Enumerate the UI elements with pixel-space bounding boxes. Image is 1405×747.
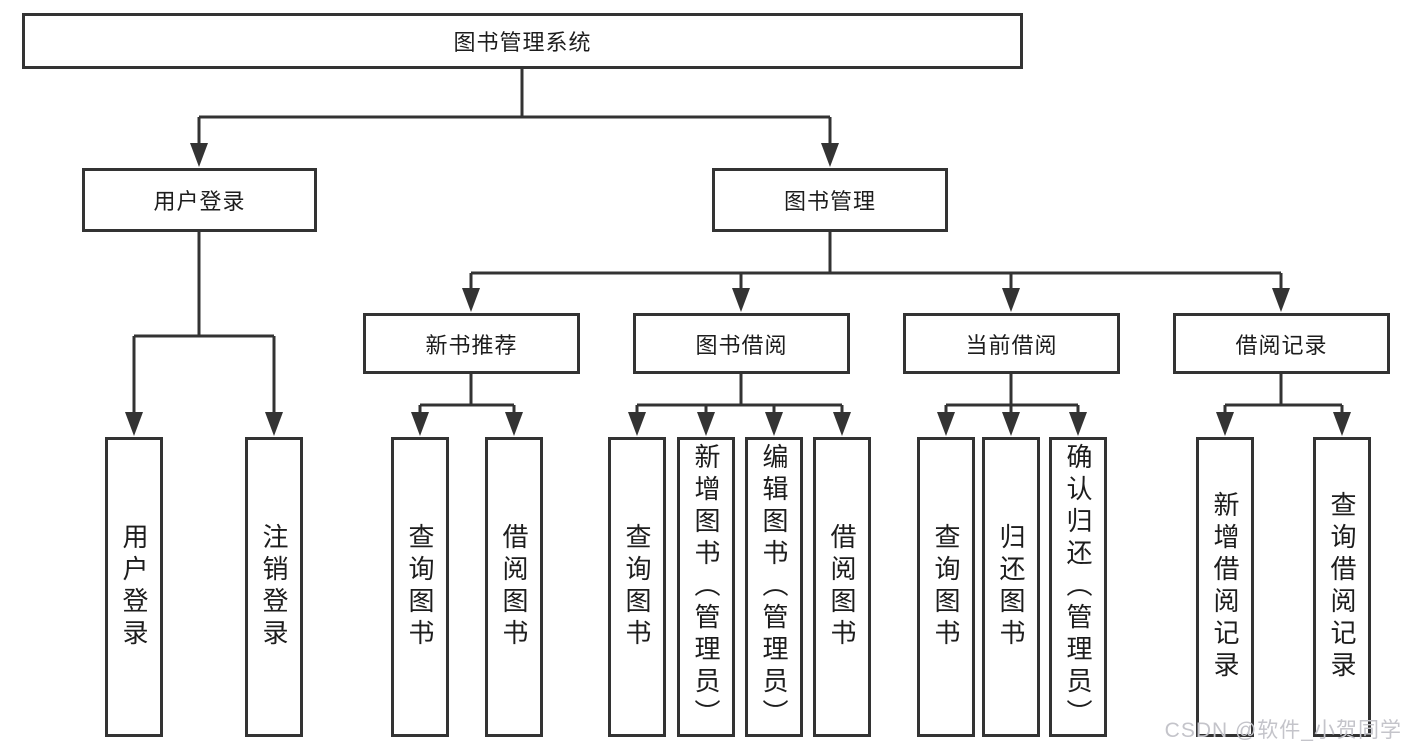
node-borrowing-records-label: 借阅记录 [1235, 332, 1328, 358]
leaf-borrow-books-recommend-label: 借阅图书 [499, 523, 529, 651]
leaf-borrow-books-borrowing: 借阅图书 [813, 437, 871, 737]
leaf-return-books: 归还图书 [982, 437, 1040, 737]
node-new-book-recommend: 新书推荐 [363, 313, 580, 374]
arrow-down-icon [411, 412, 429, 436]
leaf-user-login-label: 用户登录 [119, 523, 149, 651]
arrow-down-icon [265, 412, 283, 436]
leaf-logout: 注销登录 [245, 437, 303, 737]
arrow-down-icon [1002, 412, 1020, 436]
node-root-label: 图书管理系统 [453, 30, 592, 55]
leaf-query-books-recommend: 查询图书 [391, 437, 449, 737]
node-user-login-label: 用户登录 [153, 189, 246, 214]
node-root: 图书管理系统 [22, 13, 1023, 69]
leaf-borrow-books-borrowing-label: 借阅图书 [827, 523, 857, 651]
leaf-query-books-current: 查询图书 [917, 437, 975, 737]
arrow-down-icon [1333, 412, 1351, 436]
leaf-edit-book-admin: 编辑图书（管理员） [745, 437, 803, 737]
leaf-borrow-books-recommend: 借阅图书 [485, 437, 543, 737]
arrow-down-icon [1216, 412, 1234, 436]
arrow-down-icon [732, 288, 750, 312]
node-book-management-label: 图书管理 [783, 189, 876, 214]
arrow-down-icon [833, 412, 851, 436]
leaf-query-borrow-record: 查询借阅记录 [1313, 437, 1371, 737]
leaf-add-book-admin-label: 新增图书（管理员） [691, 443, 721, 731]
leaf-add-book-admin: 新增图书（管理员） [677, 437, 735, 737]
arrow-down-icon [462, 288, 480, 312]
leaf-query-books-borrowing: 查询图书 [608, 437, 666, 737]
leaf-edit-book-admin-label: 编辑图书（管理员） [759, 443, 789, 731]
node-book-borrowing: 图书借阅 [633, 313, 850, 374]
arrow-down-icon [937, 412, 955, 436]
leaf-confirm-return-admin: 确认归还（管理员） [1049, 437, 1107, 737]
node-current-borrowing-label: 当前借阅 [965, 332, 1058, 358]
leaf-query-books-borrowing-label: 查询图书 [622, 523, 652, 651]
arrow-down-icon [505, 412, 523, 436]
leaf-query-books-recommend-label: 查询图书 [405, 523, 435, 651]
leaf-add-borrow-record-label: 新增借阅记录 [1210, 491, 1240, 683]
arrow-down-icon [1002, 288, 1020, 312]
leaf-query-borrow-record-label: 查询借阅记录 [1327, 491, 1357, 683]
leaf-return-books-label: 归还图书 [996, 523, 1026, 651]
arrow-down-icon [697, 412, 715, 436]
node-book-borrowing-label: 图书借阅 [695, 332, 788, 358]
leaf-logout-label: 注销登录 [259, 523, 289, 651]
node-user-login: 用户登录 [82, 168, 317, 232]
node-current-borrowing: 当前借阅 [903, 313, 1120, 374]
arrow-down-icon [1272, 288, 1290, 312]
csdn-watermark: CSDN @软件_小贺同学 [1164, 719, 1402, 742]
arrow-down-icon [821, 143, 839, 167]
leaf-add-borrow-record: 新增借阅记录 [1196, 437, 1254, 737]
leaf-user-login: 用户登录 [105, 437, 163, 737]
arrow-down-icon [1069, 412, 1087, 436]
arrow-down-icon [125, 412, 143, 436]
arrow-down-icon [628, 412, 646, 436]
leaf-confirm-return-admin-label: 确认归还（管理员） [1063, 443, 1093, 731]
arrow-down-icon [765, 412, 783, 436]
leaf-query-books-current-label: 查询图书 [931, 523, 961, 651]
arrow-down-icon [190, 143, 208, 167]
node-new-book-recommend-label: 新书推荐 [425, 332, 518, 358]
node-borrowing-records: 借阅记录 [1173, 313, 1390, 374]
node-book-management: 图书管理 [712, 168, 948, 232]
